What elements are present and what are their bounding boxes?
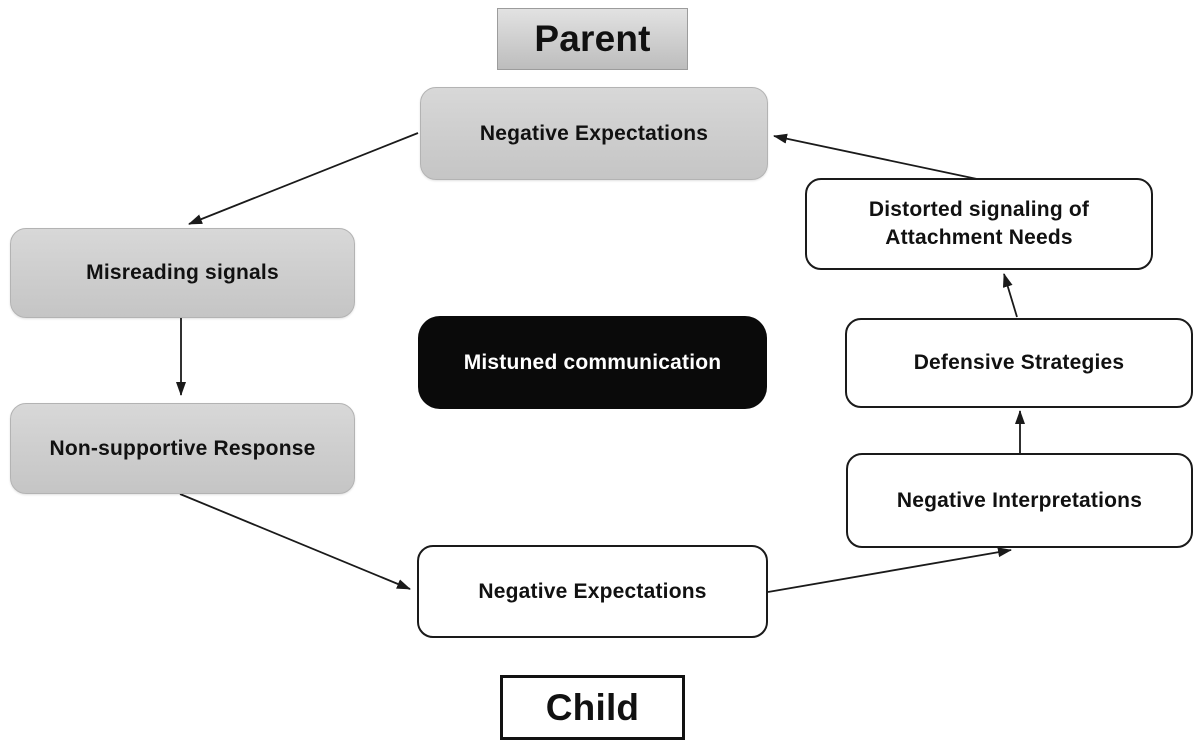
arrow-child-negexp-to-interpretations [767, 547, 1012, 593]
node-child-negative-expectations: Negative Expectations [417, 545, 768, 638]
node-parent-negative-expectations: Negative Expectations [420, 87, 768, 180]
node-misreading-signals: Misreading signals [10, 228, 355, 318]
node-distorted-signaling: Distorted signaling of Attachment Needs [805, 178, 1153, 270]
arrow-distorted-to-parent-negexp [773, 133, 978, 180]
node-negative-interpretations: Negative Interpretations [846, 453, 1193, 548]
arrow-negexp-to-misreading [188, 132, 419, 225]
arrow-nonsupportive-to-child-negexp [179, 493, 411, 590]
node-non-supportive-response: Non-supportive Response [10, 403, 355, 494]
node-mistuned-communication: Mistuned communication [418, 316, 767, 409]
arrow-defensive-to-distorted [1002, 273, 1018, 318]
parent-title-box: Parent [497, 8, 688, 70]
node-defensive-strategies: Defensive Strategies [845, 318, 1193, 408]
child-title-box: Child [500, 675, 685, 740]
